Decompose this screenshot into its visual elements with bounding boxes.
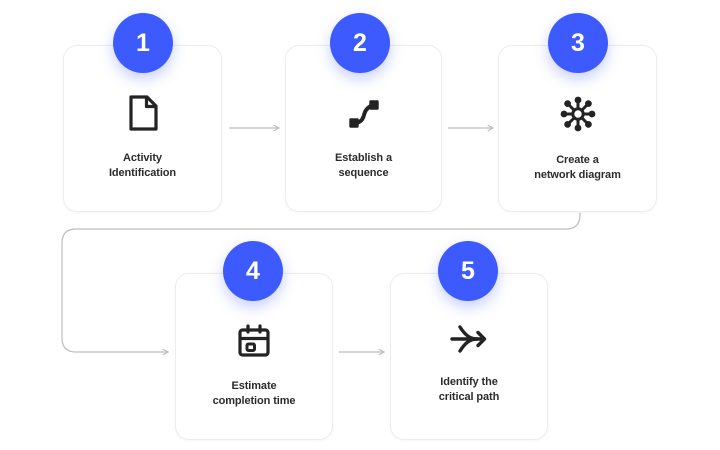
document-icon [64, 46, 221, 132]
step-badge-5: 5 [438, 241, 498, 301]
network-diagram-icon [499, 46, 656, 134]
step-label: Establish a sequence [335, 152, 392, 179]
step-badge-2: 2 [330, 13, 390, 73]
step-badge-1: 1 [113, 13, 173, 73]
sequence-curve-icon [286, 46, 441, 132]
step-number: 4 [246, 256, 260, 285]
step-card-establish-a-sequence[interactable]: Establish a sequence [285, 45, 442, 212]
step-badge-4: 4 [223, 241, 283, 301]
step-label: Activity Identification [108, 152, 177, 179]
step-number: 2 [353, 28, 367, 57]
step-label: Estimate completion time [212, 380, 296, 407]
merge-arrow-icon [391, 274, 547, 356]
step-number: 5 [461, 256, 475, 285]
step-number: 1 [136, 28, 150, 57]
calendar-icon [176, 274, 332, 360]
step-number: 3 [571, 28, 585, 57]
step-badge-3: 3 [548, 13, 608, 73]
step-label: Identify the critical path [438, 376, 500, 403]
step-label: Create a network diagram [534, 154, 621, 181]
